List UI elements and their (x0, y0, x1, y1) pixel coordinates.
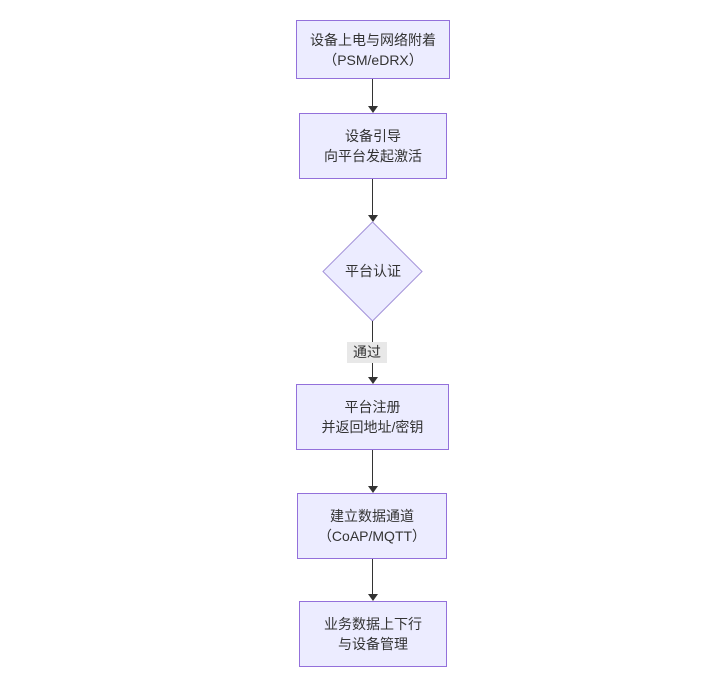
arrowhead-down-icon (368, 106, 378, 113)
arrowhead-down-icon (368, 486, 378, 493)
node-text-line: 并返回地址/密钥 (321, 419, 424, 435)
node-business-data-mgmt: 业务数据上下行 与设备管理 (299, 601, 447, 667)
node-text-line: 平台注册 (344, 399, 401, 415)
decision-platform-auth-label: 平台认证 (345, 263, 401, 279)
node-text-line: （CoAP/MQTT） (317, 528, 427, 544)
node-power-network-attach: 设备上电与网络附着 （PSM/eDRX） (296, 20, 450, 79)
edge-arrow-e-f (372, 559, 373, 594)
node-platform-register: 平台注册 并返回地址/密钥 (296, 384, 449, 450)
edge-label-pass: 通过 (347, 342, 387, 363)
edge-arrow-a-b (372, 79, 373, 106)
edge-arrow-b-c (372, 179, 373, 215)
arrowhead-down-icon (368, 594, 378, 601)
node-device-bootstrap: 设备引导 向平台发起激活 (299, 113, 447, 179)
node-data-channel: 建立数据通道 （CoAP/MQTT） (297, 493, 447, 559)
node-text-line: 与设备管理 (338, 636, 408, 652)
node-text-line: 设备上电与网络附着 (310, 31, 436, 48)
arrowhead-down-icon (368, 215, 378, 222)
node-text-line: 设备引导 (345, 128, 401, 144)
arrowhead-down-icon (368, 377, 378, 384)
node-text-line: 建立数据通道 (330, 508, 414, 524)
node-text-line: 业务数据上下行 (324, 616, 422, 632)
edge-arrow-d-e (372, 450, 373, 486)
node-text-line: 向平台发起激活 (324, 148, 422, 164)
node-text-line: （PSM/eDRX） (323, 51, 423, 68)
